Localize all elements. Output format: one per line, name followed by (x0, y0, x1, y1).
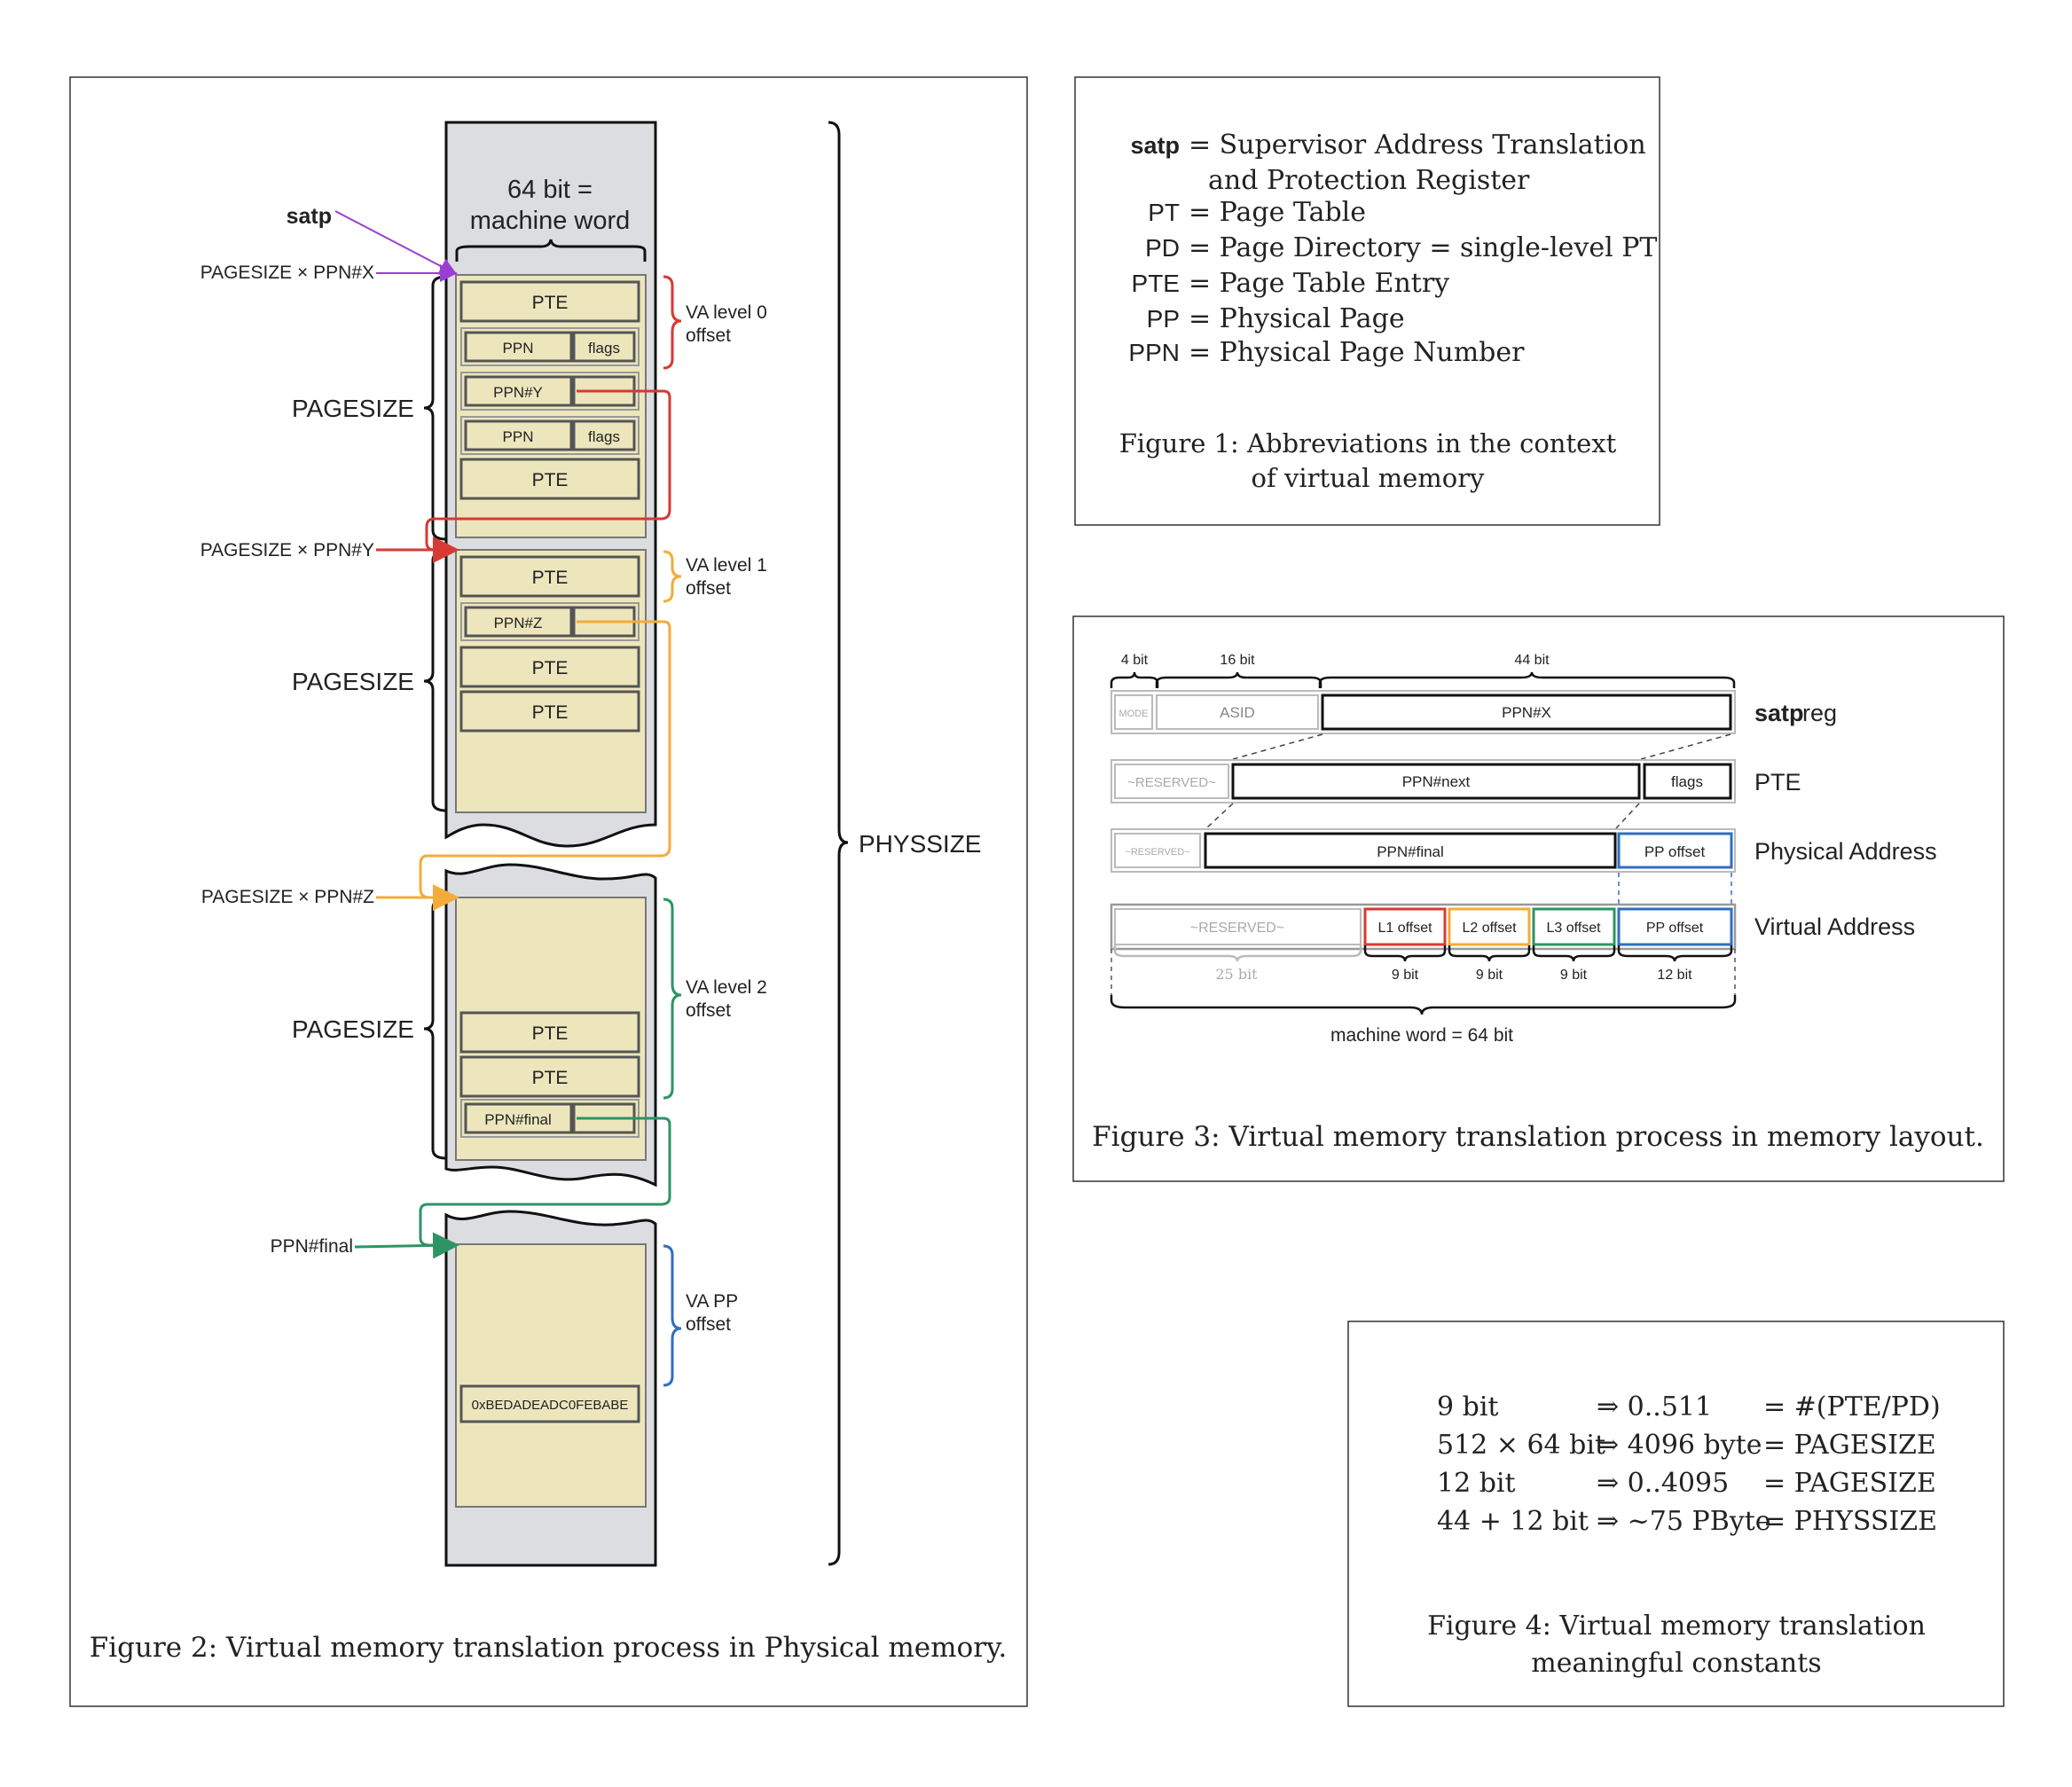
va-level-0-offset: offset (686, 325, 731, 346)
bits-16: 16 bit (1220, 653, 1255, 668)
reserved-small-field: ~RESERVED~ (1125, 847, 1189, 858)
ppn-y-label: PPN#Y (493, 384, 543, 401)
def-pd: = Page Directory = single-level PT (1189, 232, 1657, 263)
pte-label: PTE (532, 293, 569, 313)
def-ppn: = Physical Page Number (1189, 337, 1525, 368)
const-c-2: = PAGESIZE (1763, 1430, 1936, 1461)
const-c-4: = PHYSSIZE (1763, 1506, 1937, 1537)
pointer-ppn-y: PAGESIZE × PPN#Y (200, 540, 374, 560)
row-label-virtual: Virtual Address (1754, 913, 1915, 940)
row-label-physical: Physical Address (1754, 838, 1937, 865)
l1-offset-field: L1 offset (1377, 921, 1432, 936)
bits-9-l3: 9 bit (1560, 968, 1588, 983)
word-label-1: 64 bit = (507, 176, 593, 204)
figure1-caption-2: of virtual memory (1252, 463, 1486, 493)
const-b-1: ⇒ 0..511 (1597, 1391, 1712, 1423)
figure4-caption-2: meaningful constants (1531, 1648, 1821, 1679)
bits-4: 4 bit (1121, 653, 1149, 668)
figure1-panel: satp = Supervisor Address Translation an… (1074, 76, 1660, 526)
abbr-satp: satp (1130, 132, 1180, 159)
pte-label: PTE (532, 1023, 569, 1044)
row-label-reg: reg (1802, 700, 1837, 726)
row-label-pte: PTE (1754, 769, 1801, 796)
def-pt: = Page Table (1189, 197, 1366, 228)
const-a-3: 12 bit (1437, 1468, 1516, 1499)
machine-word-label: machine word = 64 bit (1330, 1025, 1513, 1046)
def-pte: = Page Table Entry (1189, 268, 1449, 299)
const-a-1: 9 bit (1437, 1391, 1498, 1423)
va-level-1-offset: offset (686, 578, 731, 599)
const-a-2: 512 × 64 bit (1437, 1430, 1605, 1461)
abbr-pte: PTE (1132, 270, 1180, 297)
flags-label: flags (588, 428, 620, 445)
ppn-final-label: PPN#final (484, 1111, 552, 1128)
figure1-caption-1: Figure 1: Abbreviations in the context (1119, 428, 1617, 459)
pointer-ppn-final: PPN#final (271, 1236, 353, 1257)
va-level-0-label: VA level 0 (686, 302, 767, 323)
pointer-ppn-z: PAGESIZE × PPN#Z (201, 887, 374, 907)
ppn-x-field: PPN#X (1502, 704, 1551, 721)
pte-label: PTE (532, 658, 569, 678)
bits-9-l1: 9 bit (1392, 968, 1419, 983)
reserved-va-field: ~RESERVED~ (1190, 921, 1284, 936)
const-c-1: = #(PTE/PD) (1763, 1391, 1941, 1423)
ppn-final-field: PPN#final (1377, 843, 1444, 860)
pagesize-label: PAGESIZE (292, 668, 414, 695)
word-label-2: machine word (470, 207, 631, 235)
ppn-label: PPN (503, 428, 534, 445)
const-b-4: ⇒ ~75 PByte (1597, 1506, 1771, 1537)
figure4-panel: 9 bit ⇒ 0..511 = #(PTE/PD) 512 × 64 bit … (1347, 1321, 2005, 1707)
va-pp-offset-field: PP offset (1646, 921, 1704, 936)
pointer-ppn-x: PAGESIZE × PPN#X (200, 263, 374, 283)
const-b-2: ⇒ 4096 byte (1597, 1430, 1762, 1461)
ppn-z-label: PPN#Z (494, 615, 543, 631)
bits-25: 25 bit (1215, 966, 1258, 983)
row-label-satp: satp (1754, 700, 1804, 726)
ppn-label: PPN (503, 340, 534, 357)
const-c-3: = PAGESIZE (1763, 1468, 1936, 1499)
abbr-pd: PD (1145, 234, 1180, 262)
va-pp-label: VA PP (686, 1291, 738, 1312)
bits-9-l2: 9 bit (1476, 968, 1503, 983)
mode-field: MODE (1119, 709, 1149, 719)
figure3-panel: 4 bit 16 bit 44 bit MODE ASID PPN#X satp… (1072, 615, 2005, 1182)
va-level-2-label: VA level 2 (686, 977, 767, 998)
va-pp-offset: offset (686, 1314, 731, 1335)
def-satp-cont: and Protection Register (1208, 165, 1530, 196)
asid-field: ASID (1220, 704, 1255, 721)
pte-label: PTE (532, 568, 569, 588)
pte-label: PTE (532, 1068, 569, 1088)
va-level-1-label: VA level 1 (686, 555, 767, 576)
abbr-pp: PP (1147, 305, 1180, 333)
pagesize-label: PAGESIZE (292, 1015, 414, 1043)
physsize-label: PHYSSIZE (859, 830, 981, 858)
flags-label: flags (588, 340, 620, 357)
bits-44: 44 bit (1514, 653, 1550, 668)
va-level-2-offset: offset (686, 1000, 731, 1021)
abbr-pt: PT (1148, 199, 1180, 226)
pp-offset-field: PP offset (1644, 843, 1706, 860)
memory-value: 0xBEDADEADC0FEBABE (472, 1398, 629, 1413)
pte-label: PTE (532, 702, 569, 723)
const-a-4: 44 + 12 bit (1437, 1506, 1589, 1537)
def-pp: = Physical Page (1189, 303, 1405, 334)
reserved-field: ~RESERVED~ (1127, 775, 1216, 790)
l3-offset-field: L3 offset (1546, 921, 1601, 936)
l2-offset-field: L2 offset (1462, 921, 1517, 936)
figure2-caption: Figure 2: Virtual memory translation pro… (90, 1632, 1007, 1664)
pte-label: PTE (532, 470, 569, 490)
def-satp: = Supervisor Address Translation (1189, 129, 1646, 161)
figure2-panel: 64 bit = machine word PTE PPN flags PPN#… (69, 76, 1028, 1707)
pagesize-label: PAGESIZE (292, 395, 414, 422)
const-b-3: ⇒ 0..4095 (1597, 1468, 1729, 1499)
figure3-caption: Figure 3: Virtual memory translation pro… (1092, 1121, 1984, 1153)
satp-label: satp (286, 204, 332, 229)
bits-12: 12 bit (1657, 968, 1692, 983)
ppn-next-field: PPN#next (1402, 773, 1471, 790)
flags-field: flags (1671, 773, 1703, 790)
abbr-ppn: PPN (1128, 339, 1180, 366)
figure4-caption-1: Figure 4: Virtual memory translation (1427, 1611, 1926, 1642)
